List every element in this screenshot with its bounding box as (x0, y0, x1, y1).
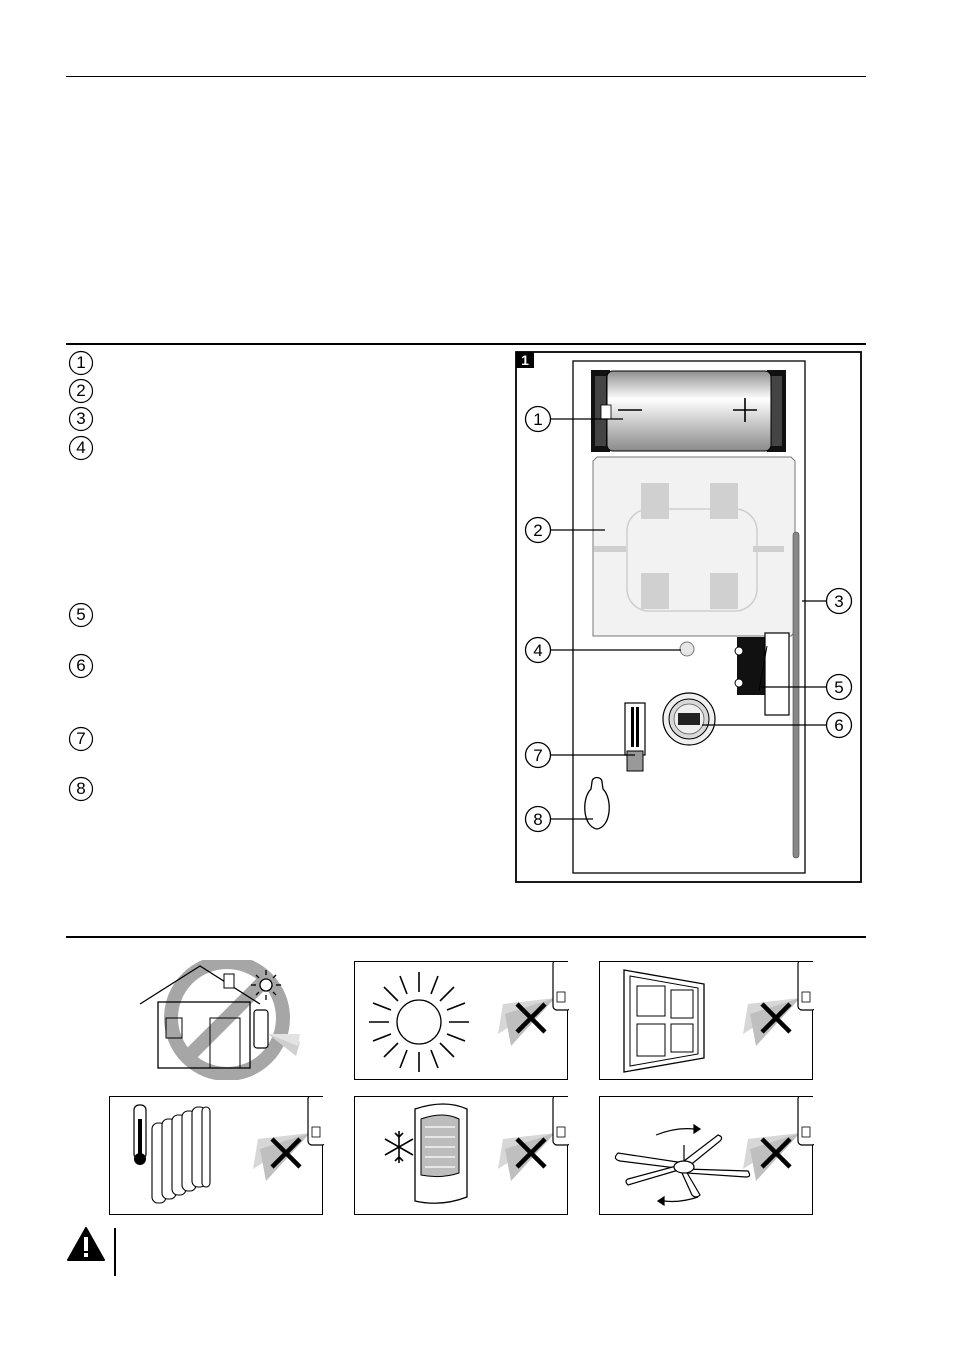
battery (600, 370, 772, 452)
panel-no-sunlight (354, 961, 569, 1080)
cross-mark-icon (760, 1137, 792, 1169)
motion-detector-icon (253, 1097, 324, 1181)
circle-number-icon (68, 602, 94, 628)
circle-number-icon (68, 378, 94, 404)
house-with-sun-prohibited-icon (139, 955, 300, 1081)
device-back-figure: 1 2 3 4 5 6 7 8 (515, 351, 862, 883)
radiator-thermometer-icon (133, 1104, 211, 1204)
motion-detector-icon (743, 1097, 814, 1181)
battery-holder (591, 370, 786, 452)
callout-4: 4 (524, 636, 552, 664)
legend-number: 4 (76, 438, 86, 457)
warning-bar (114, 1228, 116, 1276)
air-conditioner-snowflake-icon (384, 1103, 468, 1204)
svg-text:1: 1 (533, 410, 542, 429)
svg-text:3: 3 (834, 592, 843, 611)
callout-1: 1 (524, 405, 552, 433)
cross-mark-icon (270, 1137, 302, 1169)
svg-text:6: 6 (834, 716, 843, 735)
panel-art (369, 962, 569, 1072)
circle-number-icon (68, 435, 94, 461)
svg-text:2: 2 (533, 521, 542, 540)
legend-number: 2 (76, 381, 86, 400)
svg-text:5: 5 (834, 678, 843, 697)
panel-no-house-exterior (110, 955, 325, 1081)
warning-triangle-icon (67, 1227, 105, 1261)
sun-icon (369, 972, 469, 1072)
led-indicator (679, 641, 695, 657)
legend-number: 7 (76, 729, 86, 748)
figure-label: 1 (516, 352, 534, 368)
legend-item: 8 (68, 776, 94, 802)
function-button (662, 692, 716, 746)
panel-art (133, 1097, 324, 1204)
side-rail (792, 531, 800, 859)
leader-lines (551, 418, 826, 820)
motion-detector-icon (498, 1097, 569, 1181)
circle-number-icon (68, 406, 94, 432)
window-icon (623, 969, 705, 1073)
legend-item: 1 (68, 350, 94, 376)
sensor-window (592, 456, 796, 637)
motion-detector-icon (498, 962, 569, 1046)
cross-mark-icon (515, 1137, 547, 1169)
cross-mark-icon (760, 1002, 792, 1034)
top-rule (66, 76, 866, 77)
circle-number-icon (68, 726, 94, 752)
legend-item: 5 (68, 602, 94, 628)
ceiling-fan-icon (614, 1123, 751, 1207)
legend-number: 1 (76, 353, 86, 372)
panel-no-window (599, 961, 814, 1080)
panel-no-radiator (109, 1096, 324, 1215)
svg-text:7: 7 (533, 746, 542, 765)
callout-7: 7 (524, 741, 552, 769)
circle-number-icon (68, 653, 94, 679)
callout-5: 5 (825, 673, 853, 701)
legend-item: 6 (68, 653, 94, 679)
legend-number: 8 (76, 779, 86, 798)
legend-item: 4 (68, 435, 94, 461)
svg-text:8: 8 (533, 810, 542, 829)
callout-3: 3 (825, 587, 853, 615)
legend-item: 2 (68, 378, 94, 404)
legend-item: 7 (68, 726, 94, 752)
panel-no-air-conditioner (354, 1096, 569, 1215)
motion-detector-icon (743, 962, 814, 1046)
tamper-switch (734, 632, 790, 716)
jumper (624, 702, 646, 772)
panel-art (614, 1097, 814, 1207)
panel-no-ceiling-fan (599, 1096, 814, 1215)
callout-6: 6 (825, 711, 853, 739)
svg-text:4: 4 (533, 641, 542, 660)
lower-rule (66, 936, 866, 938)
legend-item: 3 (68, 406, 94, 432)
legend-number: 5 (76, 605, 86, 624)
legend-number: 6 (76, 656, 86, 675)
callout-2: 2 (524, 516, 552, 544)
panel-art (623, 962, 814, 1073)
legend-number: 3 (76, 409, 86, 428)
panel-art (384, 1097, 569, 1204)
circle-number-icon (68, 350, 94, 376)
callout-8: 8 (524, 805, 552, 833)
cross-mark-icon (515, 1002, 547, 1034)
circle-number-icon (68, 776, 94, 802)
keyhole-mount-icon (584, 776, 610, 830)
section-rule (66, 343, 866, 345)
